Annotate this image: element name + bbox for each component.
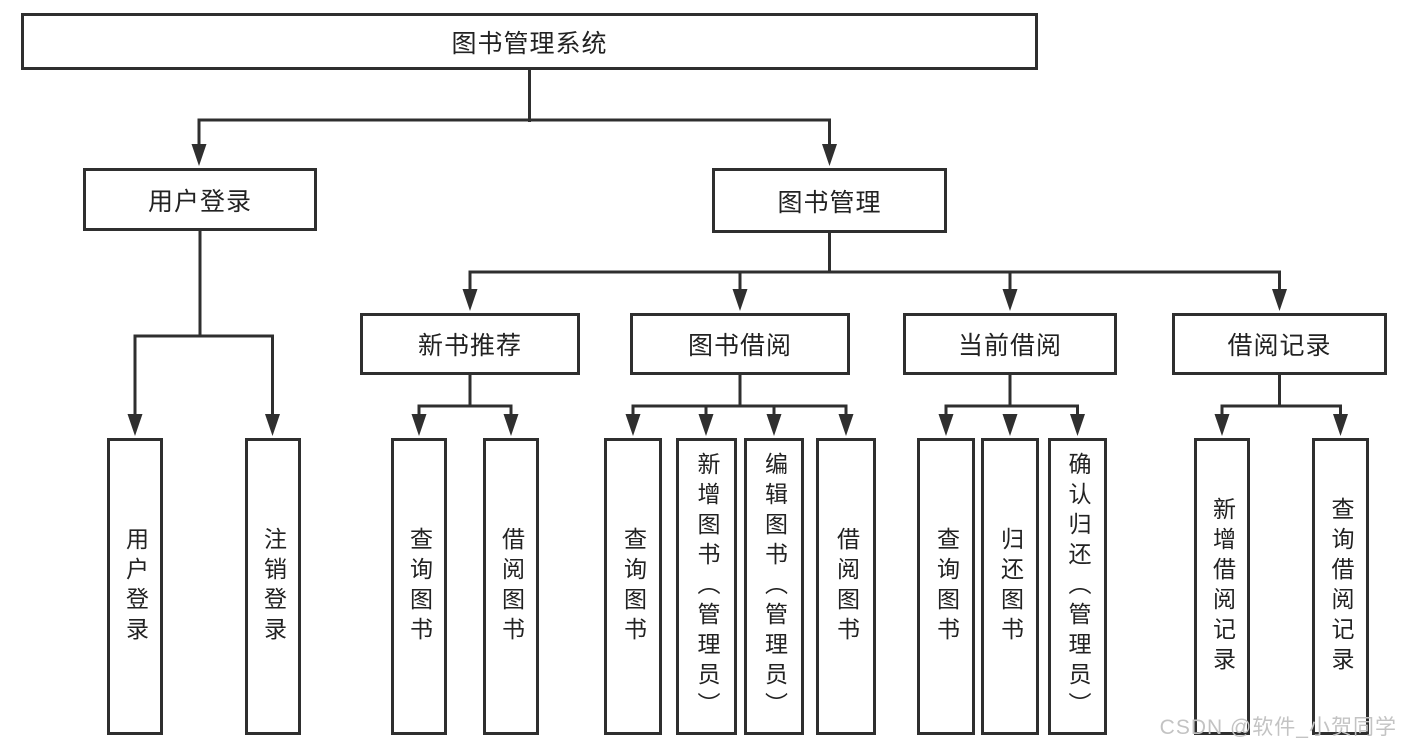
watermark: CSDN @软件_小贺同学 [1159,716,1397,739]
node-return-books: 归还图书 [981,438,1039,735]
node-current-borrowing: 当前借阅 [903,313,1117,375]
node-confirm-return-admin: 确认归还（管理员） [1048,438,1107,735]
node-library-system: 图书管理系统 [21,13,1038,70]
node-book-borrowing: 图书借阅 [630,313,850,375]
node-borrow-books-2: 借阅图书 [816,438,876,735]
node-query-books-2: 查询图书 [604,438,662,735]
node-query-books-3: 查询图书 [917,438,975,735]
node-query-books-1: 查询图书 [391,438,447,735]
tree-edges [133,70,1342,420]
node-user-login-branch: 用户登录 [83,168,317,231]
node-add-borrow-record: 新增借阅记录 [1194,438,1250,735]
node-new-book-recommend: 新书推荐 [360,313,580,375]
node-borrowing-records: 借阅记录 [1172,313,1387,375]
node-book-management: 图书管理 [712,168,947,233]
node-user-login-leaf: 用户登录 [107,438,163,735]
node-query-borrow-record: 查询借阅记录 [1312,438,1369,735]
node-borrow-books-1: 借阅图书 [483,438,539,735]
node-add-book-admin: 新增图书（管理员） [676,438,737,735]
arrowheads [127,144,1348,436]
node-logout: 注销登录 [245,438,301,735]
node-edit-book-admin: 编辑图书（管理员） [744,438,804,735]
